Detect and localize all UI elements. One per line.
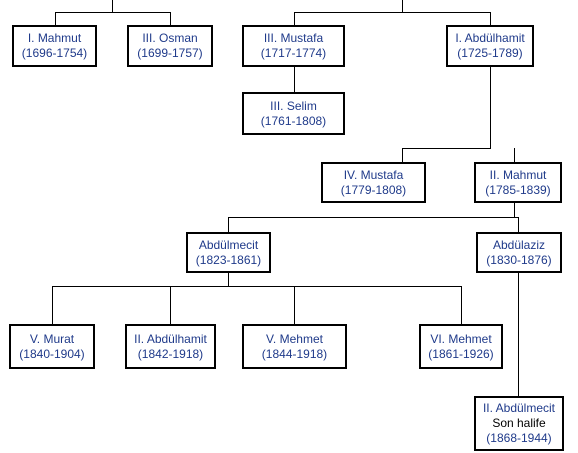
node-name: Abdülmecit — [198, 237, 259, 252]
connector-line — [55, 12, 170, 13]
node-years: (1696-1754) — [21, 46, 88, 60]
node-ii-abdulmecit: II. Abdülmecit Son halife (1868-1944) — [474, 396, 564, 451]
connector-line — [518, 273, 519, 396]
node-abdulaziz: Abdülaziz (1830-1876) — [476, 232, 562, 273]
node-name: I. Mahmut — [27, 31, 82, 45]
node-years: (1823-1861) — [195, 252, 262, 267]
node-years: (1779-1808) — [340, 182, 407, 197]
connector-line — [490, 12, 491, 26]
node-name: IV. Mustafa — [343, 167, 404, 182]
node-years: (1717-1774) — [260, 46, 327, 60]
node-name: II. Abdülhamit — [134, 331, 207, 346]
node-name: V. Mehmet — [266, 331, 323, 346]
node-name: I. Abdülhamit — [455, 31, 525, 45]
node-years: (1840-1904) — [19, 346, 85, 361]
node-i-mahmut: I. Mahmut (1696-1754) — [12, 25, 97, 67]
connector-line — [52, 286, 53, 324]
node-v-murat: V. Murat (1840-1904) — [9, 324, 95, 369]
node-subtitle: Son halife — [492, 416, 546, 430]
connector-line — [294, 67, 295, 92]
node-name: II. Abdülmecit — [482, 401, 556, 415]
connector-line — [402, 148, 403, 162]
connector-line — [402, 148, 490, 149]
connector-line — [55, 12, 56, 26]
connector-line — [294, 12, 295, 26]
node-name: V. Murat — [29, 331, 75, 346]
node-years: (1761-1808) — [260, 113, 327, 128]
node-v-mehmet: V. Mehmet (1844-1918) — [242, 324, 347, 369]
node-years: (1861-1926) — [428, 346, 494, 361]
node-ii-mahmut: II. Mahmut (1785-1839) — [474, 162, 562, 203]
connector-line — [514, 203, 515, 218]
node-name: Abdülaziz — [492, 237, 546, 252]
node-years: (1842-1918) — [137, 346, 204, 361]
node-vi-mehmet: VI. Mehmet (1861-1926) — [419, 324, 503, 369]
connector-line — [490, 67, 491, 149]
node-iii-selim: III. Selim (1761-1808) — [242, 92, 345, 135]
connector-line — [112, 0, 113, 12]
node-name: II. Mahmut — [489, 167, 547, 182]
connector-line — [461, 286, 462, 324]
connector-line — [294, 12, 490, 13]
node-years: (1785-1839) — [485, 182, 551, 197]
connector-line — [402, 0, 403, 12]
node-years: (1830-1876) — [486, 252, 552, 267]
node-iii-mustafa: III. Mustafa (1717-1774) — [242, 25, 345, 67]
node-years: (1844-1918) — [261, 346, 328, 361]
node-abdulmecit: Abdülmecit (1823-1861) — [186, 232, 271, 273]
node-name: VI. Mehmet — [430, 331, 492, 346]
connector-line — [518, 217, 519, 232]
connector-line — [228, 217, 518, 218]
node-ii-abdulhamit: II. Abdülhamit (1842-1918) — [125, 324, 216, 369]
connector-line — [228, 217, 229, 232]
node-name: III. Selim — [270, 98, 317, 113]
node-iv-mustafa: IV. Mustafa (1779-1808) — [321, 162, 426, 203]
connector-line — [170, 12, 171, 26]
connector-line — [294, 286, 295, 324]
node-years: (1868-1944) — [486, 431, 552, 445]
node-name: III. Osman — [142, 31, 198, 45]
node-name: III. Mustafa — [263, 31, 324, 45]
connector-line — [52, 286, 461, 287]
node-i-abdulhamit: I. Abdülhamit (1725-1789) — [446, 25, 534, 67]
connector-line — [514, 148, 515, 162]
connector-line — [170, 286, 171, 324]
node-years: (1699-1757) — [137, 46, 203, 60]
node-iii-osman: III. Osman (1699-1757) — [127, 25, 213, 67]
node-years: (1725-1789) — [457, 46, 523, 60]
connector-line — [228, 273, 229, 287]
